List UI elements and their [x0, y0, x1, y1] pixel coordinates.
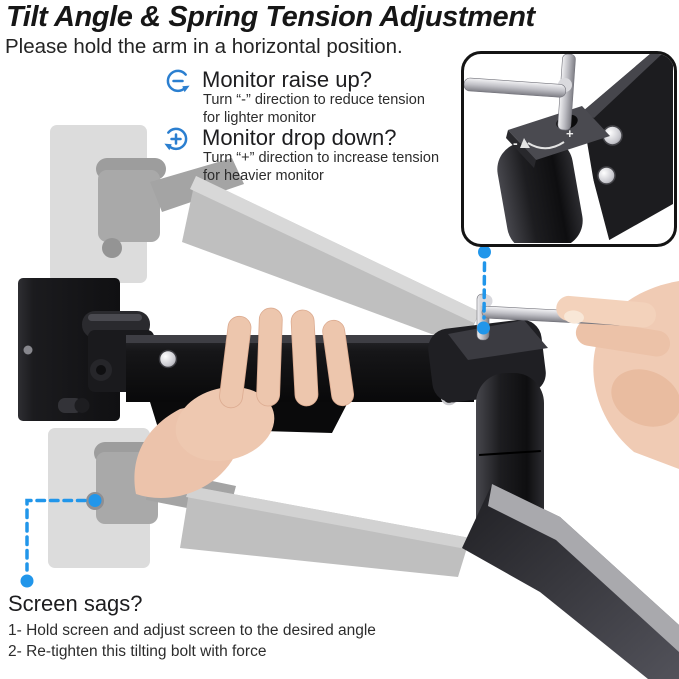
lower-arm-link: [462, 484, 679, 679]
page-title: Tilt Angle & Spring Tension Adjustment: [6, 1, 535, 33]
instruction-raise-body: Turn “-” direction to reduce tension for…: [203, 92, 425, 127]
footer-heading: Screen sags?: [8, 591, 143, 616]
inset-direction-arrow: [527, 141, 565, 150]
inset-minus-marking: -: [513, 135, 518, 151]
hand-holding-hex-key: [575, 281, 679, 469]
hand-holding-arm: [134, 307, 354, 498]
footer-step1: 1- Hold screen and adjust screen to the …: [8, 622, 376, 639]
instruction-raise-line2: for lighter monitor: [203, 109, 316, 126]
callout-line-tension-bolt: [477, 245, 491, 335]
footer-steps: 1- Hold screen and adjust screen to the …: [8, 620, 376, 662]
ghost-arm-lowered: [48, 428, 470, 577]
inset-plus-marking: +: [566, 126, 574, 141]
inset-hex-key: [464, 54, 576, 131]
closeup-inset: - +: [461, 51, 677, 247]
inset-elbow-joint: - +: [497, 106, 610, 243]
ghost-arm-raised: [50, 125, 480, 346]
callout-line-tilt-bolt: [20, 494, 102, 588]
instruction-drop-line1: Turn “+” direction to increase tension: [203, 150, 440, 166]
instruction-drop-body: Turn “+” direction to increase tension f…: [203, 150, 439, 185]
closeup-illustration: - +: [464, 54, 673, 243]
rotate-plus-icon: [164, 127, 188, 151]
instruction-drop-line2: for heavier monitor: [203, 167, 324, 184]
inset-screw: [597, 166, 616, 185]
instruction-raise-line1: Turn “-” direction to reduce tension: [203, 92, 425, 108]
instruction-raise-heading: Monitor raise up?: [202, 67, 372, 92]
index-finger: [556, 295, 656, 328]
footer-step2: 2- Re-tighten this tilting bolt with for…: [8, 643, 267, 660]
page-subtitle: Please hold the arm in a horizontal posi…: [5, 35, 403, 58]
instruction-drop-heading: Monitor drop down?: [202, 125, 397, 150]
rotate-minus-icon: [166, 69, 190, 93]
